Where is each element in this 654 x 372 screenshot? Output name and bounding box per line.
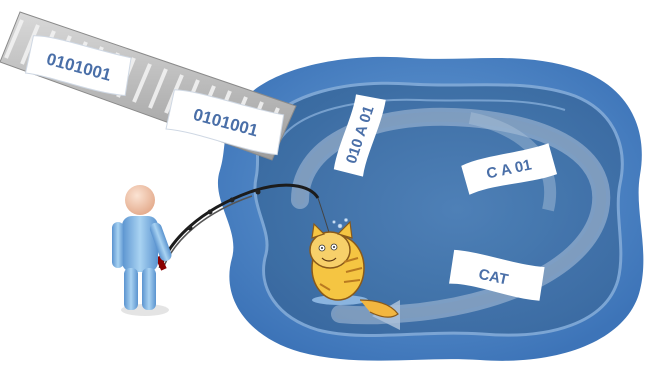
pond-card-3-text: CAT — [477, 266, 510, 289]
pond-highlight — [279, 98, 566, 141]
cat-icon — [309, 218, 399, 318]
conveyor-card-1: 0101001 — [24, 35, 132, 97]
pond-card-2: C A 01 — [461, 143, 558, 195]
conveyor-card-2: 0101001 — [165, 89, 285, 156]
pond-card-3: CAT — [449, 249, 545, 301]
person-icon — [112, 185, 172, 316]
